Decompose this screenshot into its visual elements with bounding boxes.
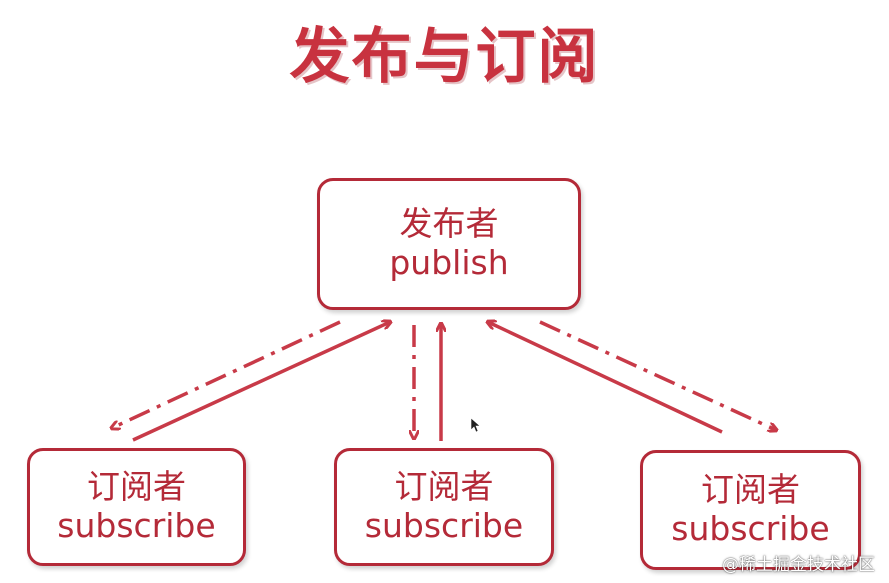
publisher-node: 发布者 publish xyxy=(317,178,581,310)
subscriber-node-2: 订阅者 subscribe xyxy=(334,448,554,566)
subscribe-arrow-from-subscriber-1 xyxy=(132,322,390,442)
subscriber-label-zh: 订阅者 xyxy=(87,467,186,507)
subscriber-node-1: 订阅者 subscribe xyxy=(27,448,246,566)
subscriber-label-en: subscribe xyxy=(364,506,524,545)
subscriber-node-3: 订阅者 subscribe xyxy=(640,450,861,570)
subscriber-label-en: subscribe xyxy=(671,509,830,548)
publisher-label-en: publish xyxy=(389,243,509,282)
diagram-title: 发布与订阅 xyxy=(289,22,600,92)
subscribe-arrow-from-subscriber-3 xyxy=(488,322,723,434)
subscriber-label-zh: 订阅者 xyxy=(701,470,800,510)
subscriber-label-en: subscribe xyxy=(57,506,216,545)
subscriber-label-zh: 订阅者 xyxy=(394,467,494,507)
publish-arrow-to-subscriber-1 xyxy=(112,320,341,428)
watermark: @稀土掘金技术社区 xyxy=(722,555,875,575)
mouse-cursor-icon xyxy=(470,417,481,433)
publish-arrow-to-subscriber-3 xyxy=(539,320,776,430)
publisher-label-zh: 发布者 xyxy=(399,204,499,244)
